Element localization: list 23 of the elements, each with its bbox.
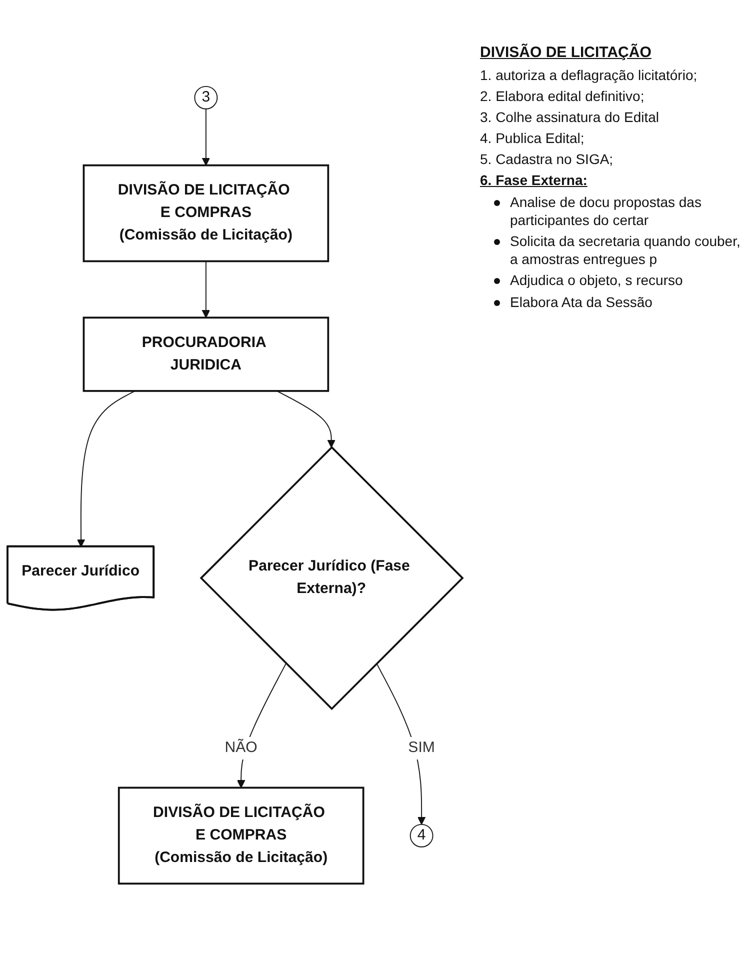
- edge-label: SIM: [408, 740, 435, 756]
- list-item: 4. Publica Edital;: [480, 129, 586, 148]
- list-item: 1. autoriza a deflagração licitatório;: [480, 66, 698, 84]
- node-diamond: Parecer Jurídico (Fase Externa)?: [200, 446, 464, 710]
- arrow: [76, 390, 136, 548]
- bullet-item: Solicita da secretaria quando couber, a amostras entregues p: [510, 232, 742, 268]
- list-item: 3. Colhe assinatura do Edital: [480, 108, 660, 126]
- bullet-item: Analise de docu propostas das participantes do certar: [510, 192, 702, 229]
- edge-label: NÃO: [224, 740, 258, 756]
- node-box: DIVISÃO DE LICITAÇÃO E COMPRAS (Comissão de Licitação): [118, 786, 364, 885]
- subheading: 6. Fase Externa:: [480, 171, 588, 190]
- list-item: 2. Elabora edital definitivo;: [480, 86, 646, 105]
- list-item: 5. Cadastra no SIGA;: [480, 150, 614, 168]
- node-circle: 3: [194, 86, 218, 110]
- bullet-item: Adjudica o objeto, s recurso: [510, 271, 683, 290]
- arrow: [276, 390, 336, 448]
- node-box: DIVISÃO DE LICITAÇÃO E COMPRAS (Comissão de Licitação): [82, 164, 330, 262]
- node-circle: 4: [410, 824, 434, 848]
- arrow: [202, 260, 210, 318]
- section-heading: DIVISÃO DE LICITAÇÃO: [480, 43, 652, 62]
- arrow: [202, 108, 210, 166]
- node-box: PROCURADORIA JURIDICA: [82, 316, 330, 392]
- bullet-item: Elabora Ata da Sessão: [510, 292, 652, 311]
